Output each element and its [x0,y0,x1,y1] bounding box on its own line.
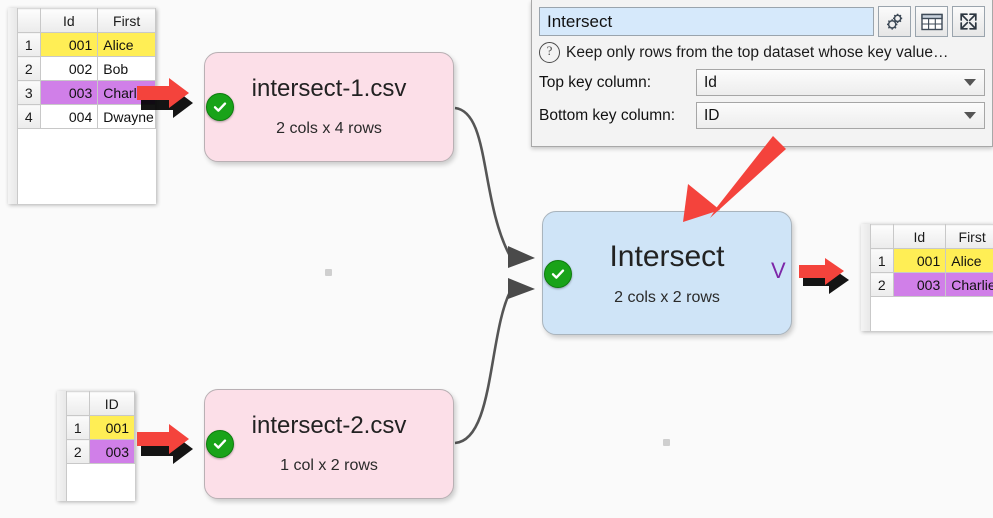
top-key-column-value: Id [704,73,717,91]
table-result-dataset[interactable]: Id First 1 001 Alice 2 003 Charlie [861,224,993,331]
node-operation-intersect[interactable]: Intersect 2 cols x 2 rows [542,211,792,335]
node-dimensions: 1 col x 2 rows [280,457,378,475]
cell-first[interactable]: Bob [97,56,156,81]
status-ok-icon [206,430,234,458]
table-corner-cell[interactable] [18,8,41,33]
table-col-header-id[interactable]: ID [88,391,135,416]
cell-id[interactable]: 001 [39,32,99,57]
status-ok-icon [206,93,234,121]
table-bottom-left-dataset[interactable]: ID 1 001 2 003 [57,391,135,501]
table-col-header-first[interactable]: First [97,8,156,33]
table-row: 4 004 Dwayne [18,104,156,129]
table-row: 2 003 [67,439,135,464]
bottom-key-column-value: ID [704,106,720,124]
table-corner-cell[interactable] [871,224,894,249]
canvas-grid-dot [663,439,670,446]
status-ok-icon [544,260,572,288]
top-key-column-select[interactable]: Id [696,69,985,96]
help-question-icon[interactable]: ? [539,42,560,63]
table-header-row: Id First [871,224,993,249]
row-number[interactable]: 2 [67,439,90,464]
table-header-row: Id First [18,8,156,33]
bottom-key-column-label: Bottom key column: [539,106,676,124]
table-scroll-track[interactable] [861,224,871,331]
chevron-down-icon [964,112,976,119]
cell-id[interactable]: 003 [88,439,135,464]
table-scroll-track[interactable] [8,8,18,204]
cell-id[interactable]: 003 [39,80,99,105]
table-col-header-id[interactable]: Id [39,8,99,33]
cell-first[interactable]: Alice [97,32,156,57]
node-title: intersect-1.csv [251,74,407,102]
bottom-key-column-row: Bottom key column: ID [539,102,985,129]
cell-id[interactable]: 004 [39,104,99,129]
table-grid-icon[interactable] [915,6,948,37]
top-key-column-row: Top key column: Id [539,69,985,96]
cell-id[interactable]: 001 [892,248,947,273]
table-top-left-dataset[interactable]: Id First 1 001 Alice 2 002 Bob 3 003 Cha… [8,8,156,204]
node-source-intersect-1[interactable]: intersect-1.csv 2 cols x 4 rows [204,52,454,162]
table-row: 1 001 Alice [871,248,993,273]
cell-first[interactable]: Charlie [945,272,993,297]
cell-first[interactable]: Alice [945,248,993,273]
panel-hint-text: Keep only rows from the top dataset whos… [566,43,949,61]
table-row: 3 003 Charlie [18,80,156,105]
panel-toolbar-row: Intersect [539,6,985,37]
row-number[interactable]: 1 [871,248,894,273]
output-chevron-icon[interactable]: V [771,258,786,283]
canvas-grid-dot [325,269,332,276]
table-scroll-track[interactable] [57,391,67,501]
table-row: 2 003 Charlie [871,272,993,297]
node-title: intersect-2.csv [251,411,407,439]
table-col-header-first[interactable]: First [945,224,993,249]
table-row: 2 002 Bob [18,56,156,81]
row-number[interactable]: 1 [67,415,90,440]
row-number[interactable]: 1 [18,32,41,57]
table-header-row: ID [67,391,135,416]
table-row: 1 001 Alice [18,32,156,57]
cell-id[interactable]: 001 [88,415,135,440]
table-row: 1 001 [67,415,135,440]
item-name-input[interactable]: Intersect [539,7,874,36]
table-col-header-id[interactable]: Id [892,224,947,249]
node-dimensions: 2 cols x 2 rows [614,288,720,306]
cell-id[interactable]: 002 [39,56,99,81]
row-number[interactable]: 4 [18,104,41,129]
expand-icon[interactable] [952,6,985,37]
node-title: Intersect [609,239,725,273]
chevron-down-icon [964,79,976,86]
panel-hint-row: ? Keep only rows from the top dataset wh… [539,42,985,63]
bottom-key-column-select[interactable]: ID [696,102,985,129]
row-number[interactable]: 2 [18,56,41,81]
top-key-column-label: Top key column: [539,73,651,91]
properties-panel[interactable]: Intersect [531,0,993,147]
table-corner-cell[interactable] [67,391,90,416]
row-number[interactable]: 3 [18,80,41,105]
settings-gears-icon[interactable] [878,6,911,37]
cell-id[interactable]: 003 [892,272,947,297]
cell-first[interactable]: Charlie [97,80,156,105]
node-source-intersect-2[interactable]: intersect-2.csv 1 col x 2 rows [204,389,454,499]
cell-first[interactable]: Dwayne [97,104,156,129]
row-number[interactable]: 2 [871,272,894,297]
node-dimensions: 2 cols x 4 rows [276,120,382,138]
